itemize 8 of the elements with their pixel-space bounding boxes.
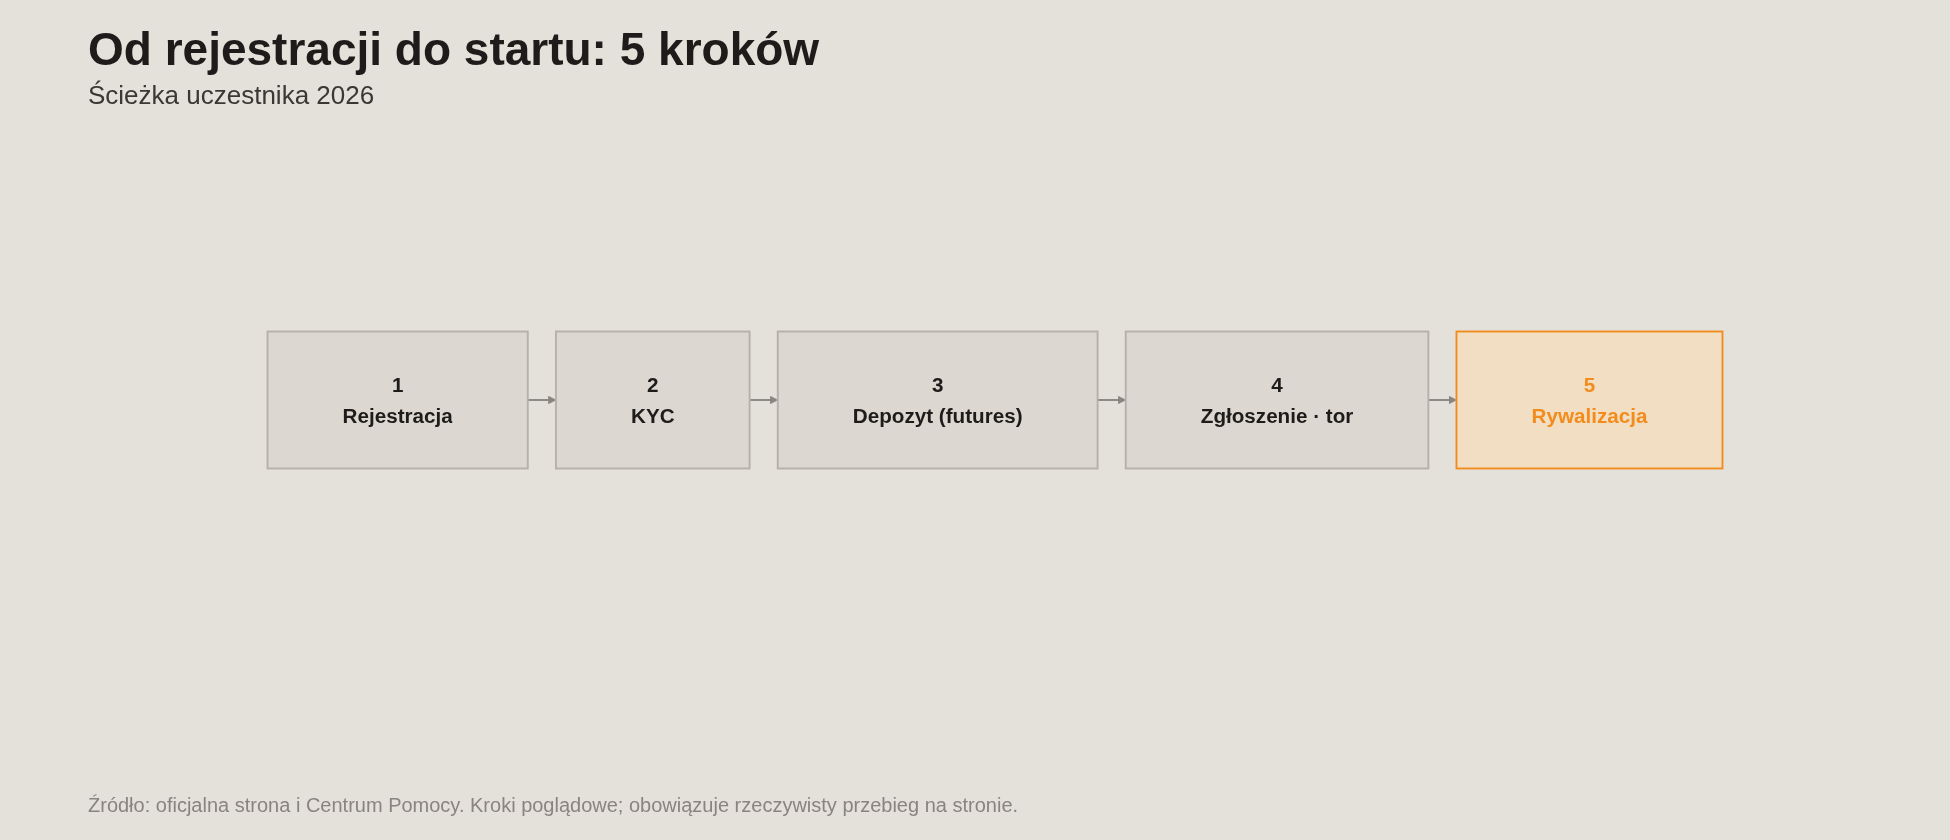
node-box: 3 Depozyt (futures) [776, 330, 1099, 470]
title: Od rejestracji do startu: 5 kroków [88, 22, 820, 76]
node-box: 4 Zgłoszenie · tor [1124, 330, 1430, 470]
node-box: 1 Rejestracja [266, 330, 529, 470]
node-box: 5 Rywalizacja [1455, 330, 1724, 470]
caption: Źródło: oficjalna strona i Centrum Pomocy. Kroki poglądowe; obowiązuje rzeczywisty przebieg na stronie. [88, 794, 1019, 817]
node-box: 2 KYC [555, 330, 751, 470]
subtitle: Ścieżka uczestnika 2026 [88, 80, 375, 111]
